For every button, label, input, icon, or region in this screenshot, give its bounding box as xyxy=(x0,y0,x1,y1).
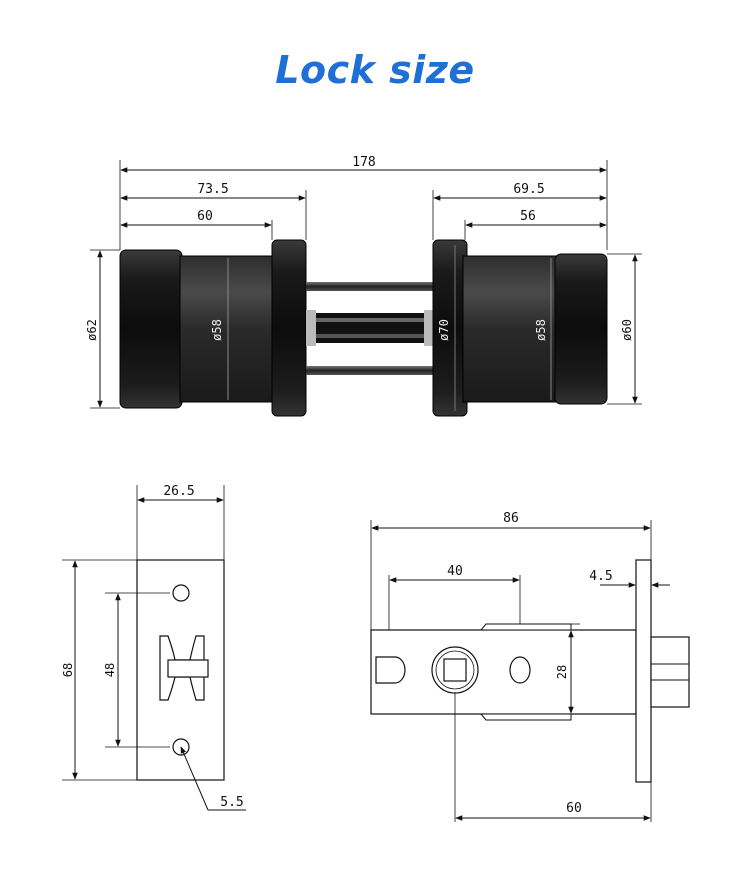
left-knob-cap xyxy=(119,249,183,409)
right-knob-body xyxy=(462,255,560,403)
left-rose xyxy=(271,239,307,417)
latch-body xyxy=(370,629,637,715)
dim-left-depth: 73.5 xyxy=(197,182,228,197)
latch-slot-right xyxy=(509,656,531,684)
latch-tab-top xyxy=(479,623,572,631)
strike-hole-top xyxy=(172,584,190,602)
dim-latch-hole-spacing: 40 xyxy=(447,564,463,579)
dim-latch-height: 28 xyxy=(555,665,569,679)
dim-right-knob-length: 56 xyxy=(520,209,536,224)
latch-view: 86 40 4.5 28 60 xyxy=(370,511,690,822)
latch-bolt xyxy=(650,636,690,708)
dim-strike-width: 26.5 xyxy=(163,484,194,499)
dim-left-outer-dia: ø62 xyxy=(85,319,99,341)
dim-right-depth: 69.5 xyxy=(513,182,544,197)
dim-left-knob-length: 60 xyxy=(197,209,213,224)
latch-spindle-square xyxy=(443,658,467,682)
knob-lock-view: 178 73.5 69.5 60 56 ø62 ø60 xyxy=(85,155,642,417)
dim-overall-width: 178 xyxy=(352,155,375,170)
dim-leader-hole-dia xyxy=(180,746,209,811)
spindle-rod-middle xyxy=(306,313,433,343)
dim-face-thickness: 4.5 xyxy=(589,569,612,584)
strike-tongue xyxy=(167,659,209,678)
spindle-rod-top xyxy=(306,282,433,291)
latch-slot-left xyxy=(375,656,406,684)
dim-hole-dia: 5.5 xyxy=(220,795,243,810)
right-knob-cap xyxy=(554,253,608,405)
dim-latch-length: 86 xyxy=(503,511,519,526)
dim-right-outer-dia: ø60 xyxy=(620,319,634,341)
strike-plate-view: 26.5 68 48 5.5 xyxy=(61,484,246,811)
dim-right-body-dia: ø58 xyxy=(534,319,548,341)
dim-rose-dia: ø70 xyxy=(437,319,451,341)
dim-backset: 60 xyxy=(566,801,582,816)
latch-tab-bottom xyxy=(479,713,572,721)
page-title: Lock size xyxy=(275,48,475,92)
dim-strike-height: 68 xyxy=(61,663,75,677)
dim-left-body-dia: ø58 xyxy=(210,319,224,341)
spindle-rod-bottom xyxy=(306,366,433,375)
latch-faceplate xyxy=(635,559,652,783)
dim-hole-spacing: 48 xyxy=(103,663,117,677)
